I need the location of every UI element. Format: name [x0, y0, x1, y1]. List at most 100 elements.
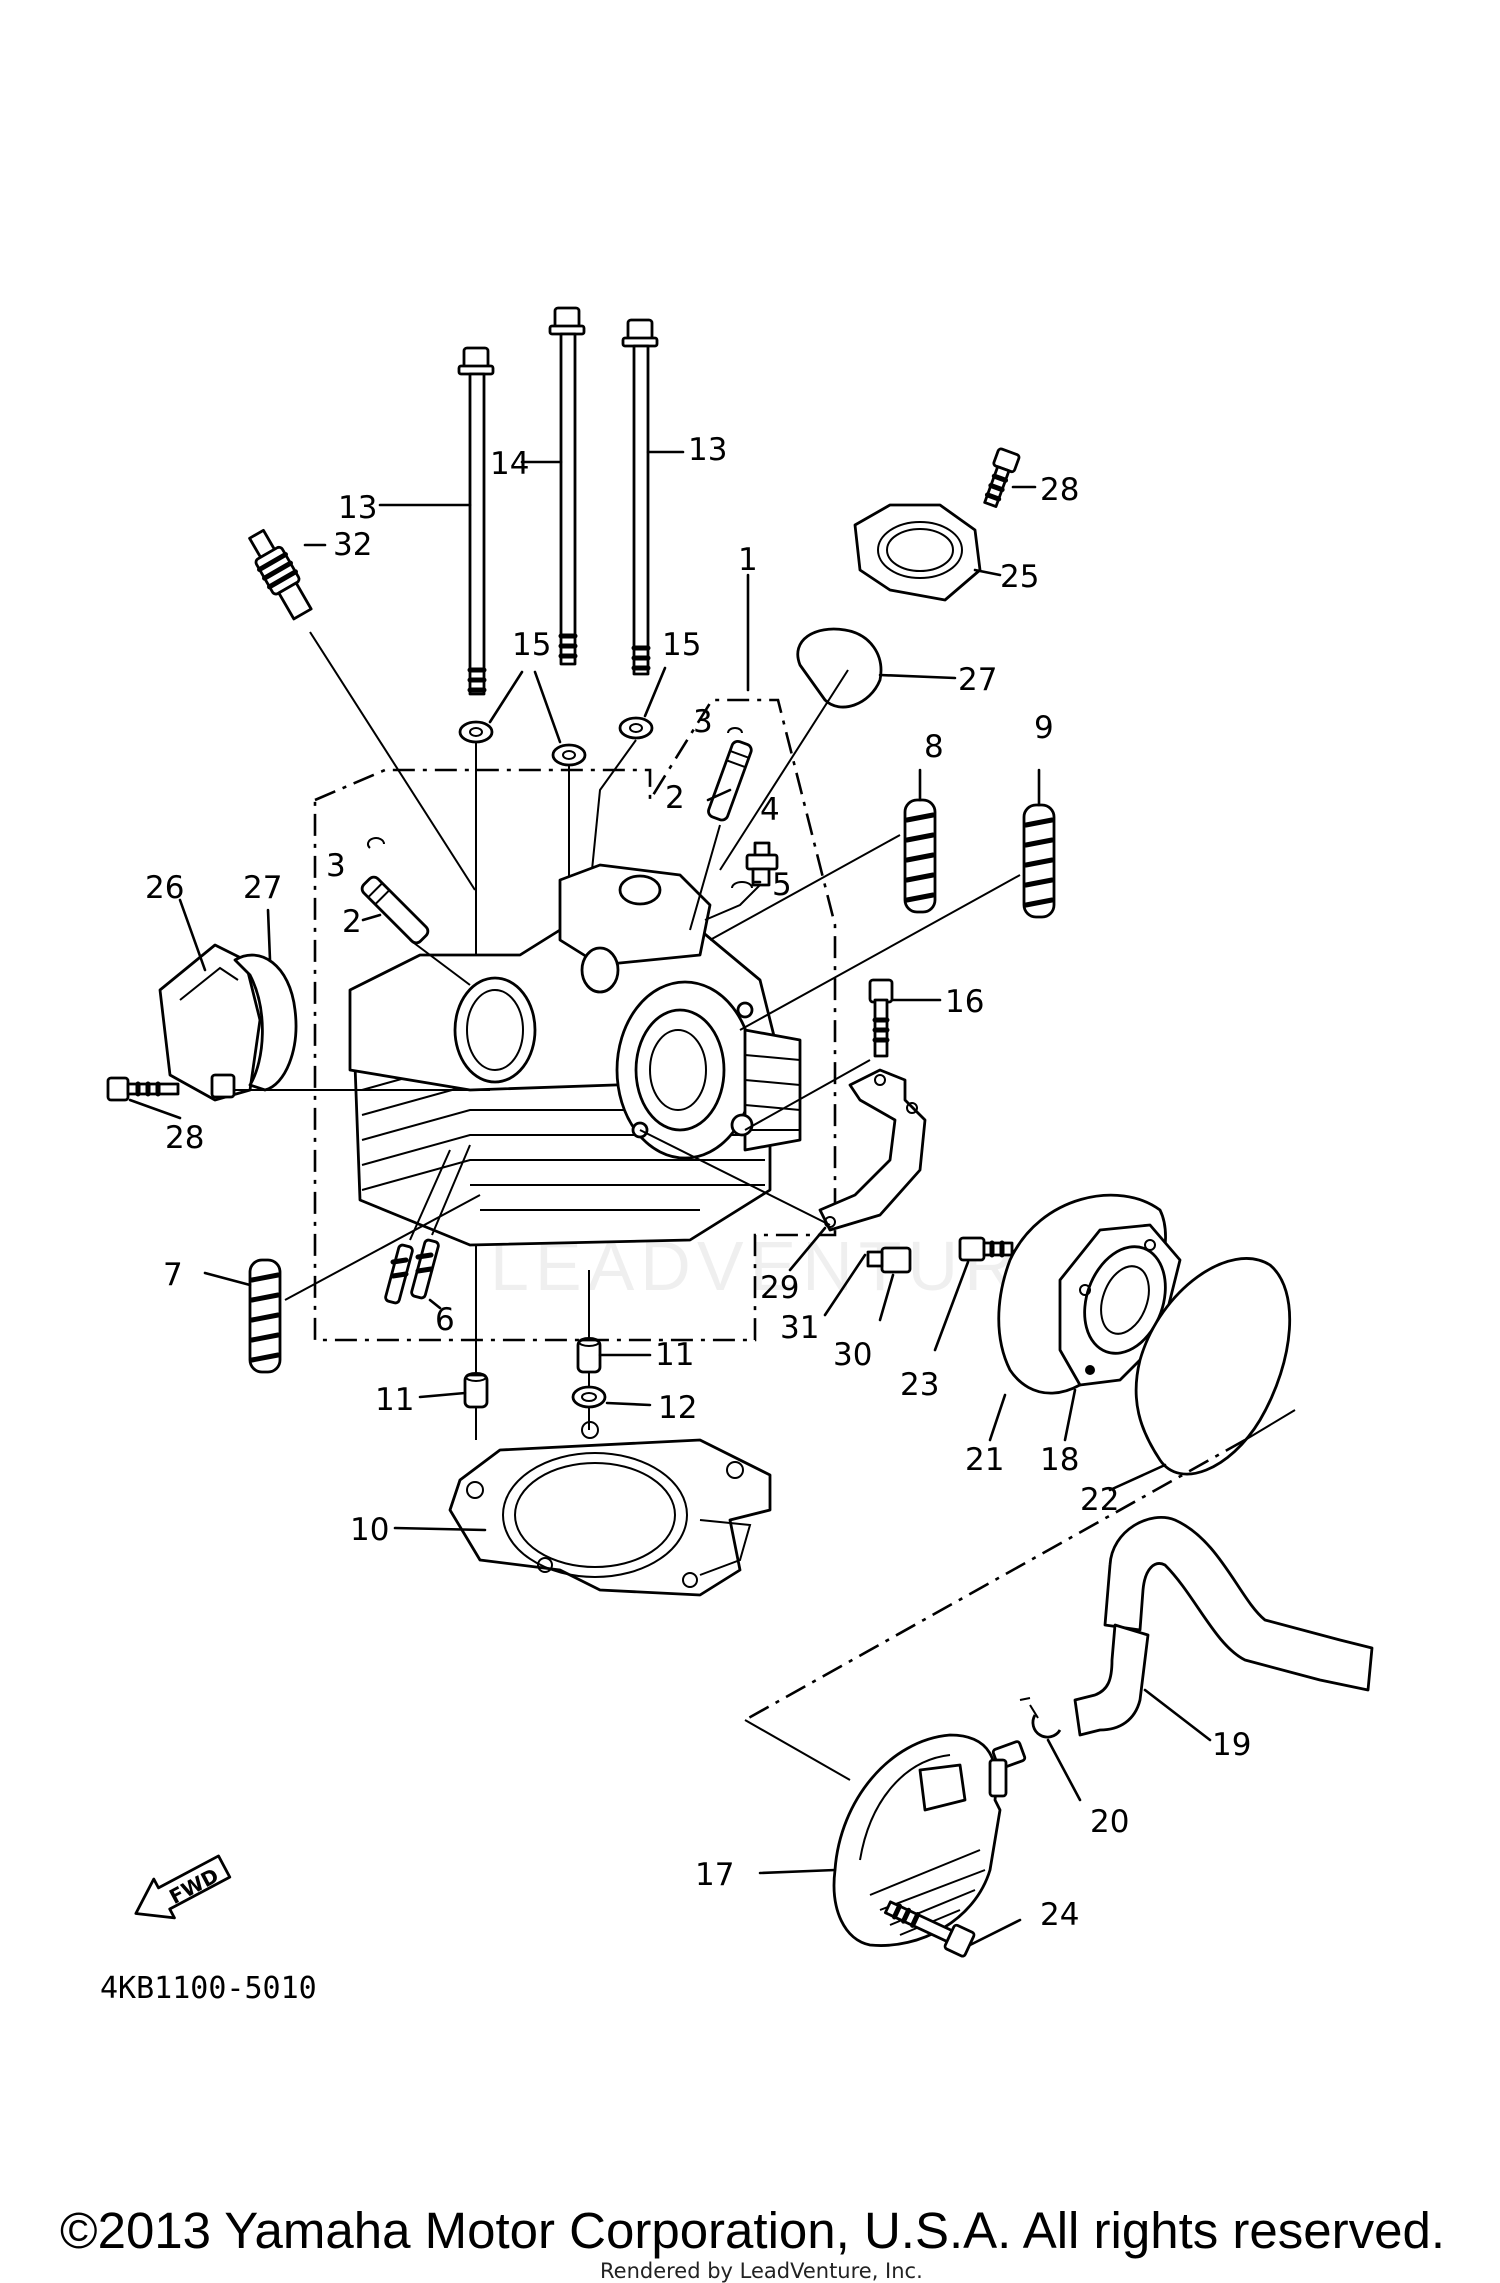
callout-6: 6	[435, 1302, 455, 1338]
plug-guide-line	[704, 884, 761, 921]
callout-19: 19	[1212, 1727, 1251, 1763]
copyright-notice: ©2013 Yamaha Motor Corporation, U.S.A. A…	[60, 2202, 1445, 2259]
washer-15-right	[618, 716, 654, 740]
leader-8-9	[918, 768, 1041, 807]
damper-guide-lines	[709, 834, 1021, 1031]
bolt-24	[883, 1900, 976, 1958]
part-code: 4KB1100-5010	[100, 1971, 317, 2006]
callout-2-right: 2	[665, 780, 685, 816]
side-cover-26	[158, 943, 262, 1102]
callout-14: 14	[490, 446, 529, 482]
washer-12	[571, 1385, 607, 1409]
leader-6	[428, 1298, 442, 1310]
o-ring-27-top	[796, 627, 883, 709]
callout-4: 4	[760, 792, 780, 828]
o-ring-22-guide-line	[1244, 1409, 1296, 1441]
o-ring-guide-line	[719, 669, 849, 871]
head-bolt-14	[548, 306, 586, 666]
damper-7-guide-line	[284, 1194, 481, 1301]
dowel-pins-6	[384, 1238, 440, 1305]
washer-5	[731, 881, 753, 889]
bolt-28-left	[106, 1076, 180, 1102]
callout-26: 26	[145, 870, 184, 906]
callout-15-left: 15	[512, 627, 551, 663]
dowel-11-left	[463, 1372, 489, 1409]
head-bolt-13-left	[457, 346, 495, 696]
cylinder-head-gasket-10	[448, 1421, 772, 1597]
callout-21: 21	[965, 1442, 1004, 1478]
callout-28-top: 28	[1040, 472, 1079, 508]
head-cover-17	[832, 1733, 1027, 1947]
leader-21-18-22	[988, 1388, 1167, 1492]
callout-30: 30	[833, 1337, 872, 1373]
leader-31	[823, 1253, 867, 1317]
hose-19	[1073, 1516, 1374, 1737]
callout-2-left: 2	[342, 904, 362, 940]
callout-3-right: 3	[693, 704, 713, 740]
bolt-28-top	[983, 447, 1021, 508]
bolt-16-guide-line	[744, 1059, 871, 1131]
callout-16: 16	[945, 984, 984, 1020]
leader-20	[1046, 1738, 1082, 1802]
callout-1: 1	[738, 542, 758, 578]
callout-15-right: 15	[662, 627, 701, 663]
callout-5: 5	[772, 867, 792, 903]
leader-26-27-left	[178, 898, 272, 972]
spark-plug-32	[248, 528, 313, 621]
dowel-11-right	[576, 1337, 602, 1374]
leader-11-12	[418, 1353, 652, 1407]
leader-27-top	[878, 673, 957, 680]
leader-25	[973, 568, 1002, 577]
leader-10	[393, 1526, 487, 1532]
hose-clip-20	[1019, 1697, 1062, 1739]
callout-10: 10	[350, 1512, 389, 1548]
callout-25: 25	[1000, 559, 1039, 595]
callout-27-left: 27	[243, 870, 282, 906]
clip-3-right	[727, 727, 743, 734]
callout-28-left: 28	[165, 1120, 204, 1156]
callout-32: 32	[333, 527, 372, 563]
bolt-16	[868, 978, 894, 1058]
callout-18: 18	[1040, 1442, 1079, 1478]
callout-17: 17	[695, 1857, 734, 1893]
valve-guide-2-right	[707, 739, 753, 822]
rendered-by: Rendered by LeadVenture, Inc.	[600, 2259, 923, 2283]
leader-17	[758, 1868, 837, 1875]
valve-guide-2-left	[360, 875, 430, 945]
washer-15-mid	[551, 743, 587, 767]
callout-23: 23	[900, 1367, 939, 1403]
callout-31: 31	[780, 1310, 819, 1346]
fwd-arrow-icon: FWD	[134, 1854, 232, 1920]
fin-damper-8	[903, 798, 937, 914]
bolt-23	[958, 1236, 1014, 1262]
callout-12: 12	[658, 1390, 697, 1426]
gasket-guide-line	[639, 1129, 831, 1226]
cylinder-head	[348, 863, 802, 1247]
washer-15-left	[458, 720, 494, 744]
leader-19	[1143, 1688, 1212, 1742]
leader-7	[203, 1271, 252, 1287]
fin-damper-7	[248, 1258, 282, 1374]
intake-joint-25	[853, 503, 982, 602]
callout-29: 29	[760, 1270, 799, 1306]
callout-11-right: 11	[655, 1337, 694, 1373]
dowel-guide-lines	[409, 1144, 471, 1241]
assembly-boundary-dashed	[313, 698, 837, 1342]
leader-2-left	[361, 913, 382, 922]
cover-guide-line	[744, 1719, 851, 1781]
clip-3-left	[367, 837, 385, 849]
leader-29	[788, 1226, 827, 1272]
callout-7: 7	[163, 1257, 183, 1293]
leader-23	[933, 1260, 970, 1352]
leader-28-left	[128, 1098, 182, 1120]
callout-3-left: 3	[326, 848, 346, 884]
callout-11-left: 11	[375, 1382, 414, 1418]
callout-8: 8	[924, 729, 944, 765]
callout-13-right: 13	[688, 432, 727, 468]
callout-20: 20	[1090, 1804, 1129, 1840]
o-ring-27-left	[233, 953, 298, 1092]
head-bolt-13-right	[621, 318, 659, 676]
leader-24	[968, 1918, 1022, 1947]
